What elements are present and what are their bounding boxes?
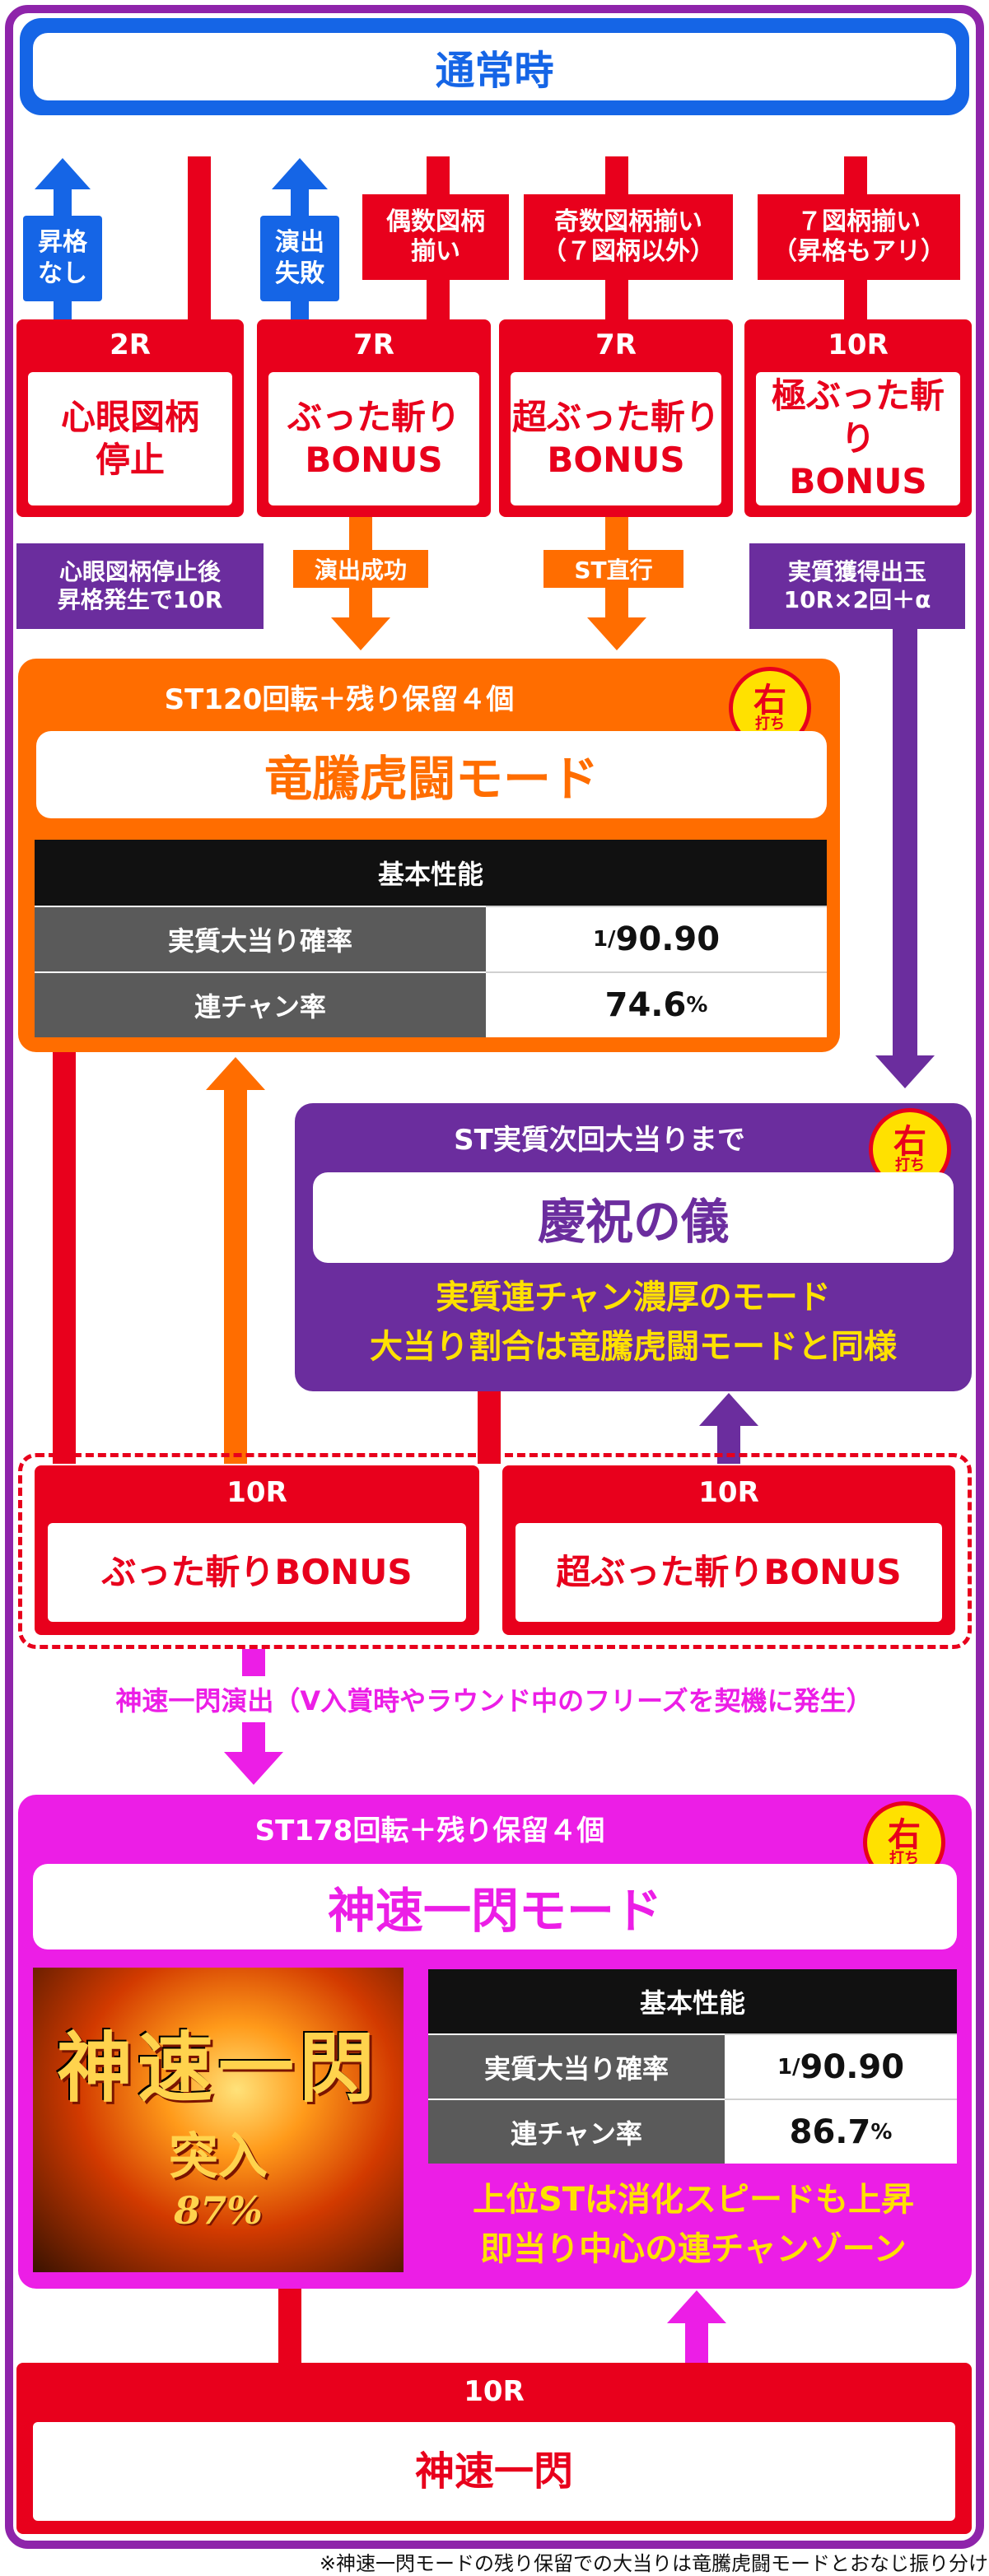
shinsoku-trigger-note: 神速一閃演出（V入賞時やラウンド中のフリーズを契機に発生） bbox=[25, 1676, 963, 1722]
keishuku-desc-2: 大当り割合は竜騰虎闘モードと同様 bbox=[370, 1328, 897, 1366]
ryuto-mode-name: 竜騰虎闘モード bbox=[36, 731, 827, 818]
box-round: 7R bbox=[353, 328, 394, 361]
keishuku-mode-name: 慶祝の儀 bbox=[313, 1172, 954, 1263]
arrow-down-icon bbox=[875, 1055, 935, 1088]
shinsoku-spec-table: 基本性能 実質大当り確率 1/90.90 連チャン率 86.7% bbox=[428, 1969, 957, 2164]
box-name: 超ぶった斬り BONUS bbox=[511, 372, 721, 505]
box-butta-7r: 7R ぶった斬り BONUS bbox=[257, 319, 491, 517]
box-round: 10R bbox=[698, 1476, 759, 1509]
arrow-up-icon bbox=[35, 158, 91, 189]
promo-art-sub: 突入 bbox=[169, 2128, 268, 2186]
shinsoku-mode-name: 神速一閃モード bbox=[33, 1864, 957, 1949]
arrow-down-icon bbox=[331, 617, 390, 650]
arrow-down-icon bbox=[587, 617, 646, 650]
bottom-shinsoku-10r: 10R 神速一閃 bbox=[16, 2363, 972, 2534]
footnote: ※神速一閃モードの残り保留での大当りは竜騰虎闘モードとおなじ振り分け bbox=[319, 2552, 988, 2575]
arrow-up-icon bbox=[206, 1057, 265, 1090]
box-chou-butta-7r: 7R 超ぶった斬り BONUS bbox=[499, 319, 733, 517]
shinsoku-promo-image: 神速一閃 突入 87% bbox=[33, 1968, 404, 2272]
box-round: 10R bbox=[464, 2375, 525, 2408]
st-direct-label: ST直行 bbox=[543, 550, 683, 588]
box-round: 10R bbox=[828, 328, 889, 361]
even-symbol-label: 偶数図柄 揃い bbox=[362, 194, 509, 280]
box-round: 7R bbox=[595, 328, 637, 361]
promo-none-label: 昇格 なし bbox=[23, 216, 102, 301]
connector-bar bbox=[188, 156, 211, 329]
box-name: ぶった斬りBONUS bbox=[48, 1523, 466, 1622]
bonus-butta-10r: 10R ぶった斬りBONUS bbox=[35, 1465, 479, 1635]
seven-symbol-label: ７図柄揃い （昇格もアリ） bbox=[758, 194, 960, 280]
box-name: ぶった斬り BONUS bbox=[268, 372, 479, 505]
table-label: 連チャン率 bbox=[428, 2099, 725, 2164]
keishuku-desc-1: 実質連チャン濃厚のモード bbox=[436, 1279, 831, 1316]
table-value: 1/90.90 bbox=[725, 2033, 957, 2099]
arrow-down-icon bbox=[224, 1752, 283, 1785]
box-name: 神速一閃 bbox=[33, 2422, 955, 2521]
bonus-chou-butta-10r: 10R 超ぶった斬りBONUS bbox=[502, 1465, 955, 1635]
box-round: 10R bbox=[226, 1476, 287, 1509]
table-value: 1/90.90 bbox=[486, 906, 827, 971]
keishuku-header: ST実質次回大当りまで bbox=[454, 1123, 745, 1157]
promo-art-title: 神速一閃 bbox=[56, 2024, 380, 2113]
actual-payout-note: 実質獲得出玉 10R×2回＋α bbox=[749, 543, 965, 629]
success-label: 演出成功 bbox=[293, 550, 428, 588]
ryuto-spec-table: 基本性能 実質大当り確率 1/90.90 連チャン率 74.6% bbox=[35, 840, 827, 1037]
box-goku-butta-10r: 10R 極ぶった斬り BONUS bbox=[744, 319, 972, 517]
box-round: 2R bbox=[110, 328, 151, 361]
table-label: 実質大当り確率 bbox=[35, 906, 486, 971]
shinsoku-header: ST178回転＋残り保留４個 bbox=[254, 1814, 605, 1847]
normal-mode-title: 通常時 bbox=[33, 33, 956, 100]
odd-symbol-label: 奇数図柄揃い （７図柄以外） bbox=[524, 194, 733, 280]
promo-art-percent: 87% bbox=[174, 2188, 263, 2233]
table-label: 実質大当り確率 bbox=[428, 2033, 725, 2099]
shinsoku-desc-2: 即当り中心の連チャンゾーン bbox=[480, 2230, 907, 2268]
table-value: 74.6% bbox=[486, 971, 827, 1037]
table-value: 86.7% bbox=[725, 2099, 957, 2164]
effect-fail-label: 演出 失敗 bbox=[260, 216, 339, 301]
table-title: 基本性能 bbox=[428, 1969, 957, 2033]
shingan-note: 心眼図柄停止後 昇格発生で10R bbox=[16, 543, 264, 629]
table-title: 基本性能 bbox=[35, 840, 827, 906]
arrow-up-icon bbox=[272, 158, 328, 189]
bonus-group bbox=[18, 1453, 972, 1649]
table-label: 連チャン率 bbox=[35, 971, 486, 1037]
shinsoku-desc-1: 上位STは消化スピードも上昇 bbox=[472, 2181, 915, 2219]
arrow-up-icon bbox=[699, 1393, 758, 1426]
box-name: 超ぶった斬りBONUS bbox=[515, 1523, 942, 1622]
arrow-up-icon bbox=[667, 2290, 726, 2323]
ryuto-header: ST120回転＋残り保留４個 bbox=[164, 682, 515, 716]
box-name: 極ぶった斬り BONUS bbox=[756, 372, 960, 505]
box-shingan: 2R 心眼図柄 停止 bbox=[16, 319, 244, 517]
box-name: 心眼図柄 停止 bbox=[28, 372, 232, 505]
